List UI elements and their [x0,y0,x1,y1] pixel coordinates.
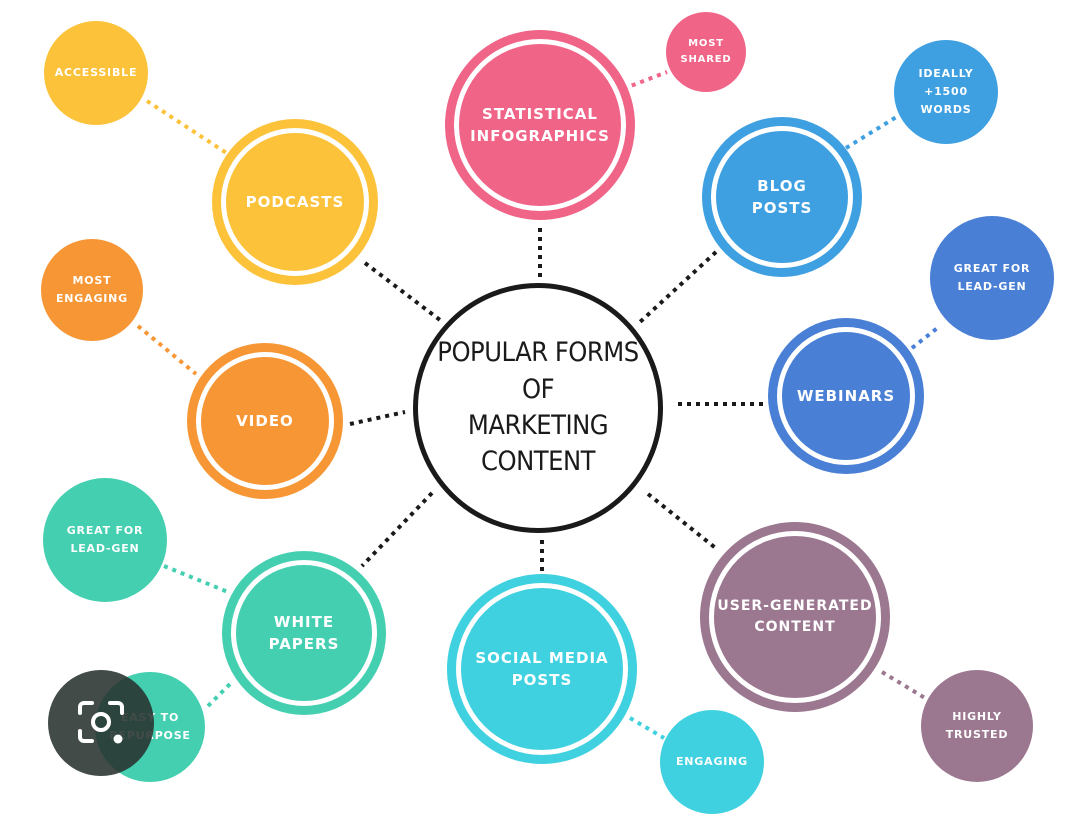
node-podcasts: PODCASTS [212,119,378,285]
connector-podcasts-satellite [145,99,230,156]
connector-blog-posts-satellite [844,114,900,150]
node-label: PODCASTS [245,192,345,211]
connector-user-generated-content [646,492,720,552]
satellite-statistical-infographics: MOST SHARED [666,12,746,92]
node-label: SOCIAL MEDIA POSTS [475,648,609,690]
satellite-video: MOST ENGAGING [41,239,143,341]
satellite-label: MOST SHARED [680,37,732,66]
node-label: WEBINARS [796,386,896,405]
satellite-label: GREAT FOR LEAD-GEN [953,261,1031,293]
satellite-label: IDEALLY +1500 WORDS [918,66,974,117]
satellite-blog-posts: IDEALLY +1500 WORDS [894,40,998,144]
connector-white-papers-satellite-2 [163,564,229,594]
node-video: VIDEO [187,343,343,499]
node-social-media-posts: SOCIAL MEDIA POSTS [447,574,637,764]
connector-white-papers [360,491,434,568]
node-label: VIDEO [236,411,294,430]
satellite-webinars: GREAT FOR LEAD-GEN [930,216,1054,340]
connector-video-satellite [136,324,198,376]
connector-video [349,410,406,426]
node-statistical-infographics: STATISTICAL INFOGRAPHICS [445,30,635,220]
satellite-label: HIGHLY TRUSTED [945,709,1009,741]
node-label: BLOG POSTS [751,176,813,218]
connector-webinars-satellite [910,324,942,350]
connector-blog-posts [638,250,718,324]
node-label: STATISTICAL INFOGRAPHICS [470,104,610,146]
node-white-papers: WHITE PAPERS [222,551,386,715]
node-blog-posts: BLOG POSTS [702,117,862,277]
google-lens-icon [78,701,124,744]
satellite-social-media-posts: ENGAGING [660,710,764,814]
satellite-label: GREAT FOR LEAD-GEN [66,523,144,555]
center-title: POPULAR FORMS OF MARKETING CONTENT [437,337,639,478]
node-label: USER-GENERATED CONTENT [717,598,873,635]
satellite-label: ACCESSIBLE [54,65,138,79]
node-user-generated-content: USER-GENERATED CONTENT [700,522,890,712]
satellite-label: MOST ENGAGING [55,273,129,305]
connector-podcasts [363,261,442,322]
connector-user-generated-content-satellite [880,670,927,700]
connector-white-papers-satellite [206,680,234,708]
satellite-white-papers-2: GREAT FOR LEAD-GEN [43,478,167,602]
center-hub: POPULAR FORMS OF MARKETING CONTENT [413,283,663,533]
connector-social-media-posts-satellite [628,716,666,740]
satellite-podcasts: ACCESSIBLE [44,21,148,125]
satellite-label: ENGAGING [675,754,749,768]
google-lens-button[interactable] [48,670,154,776]
node-webinars: WEBINARS [768,318,924,474]
satellite-user-generated-content: HIGHLY TRUSTED [921,670,1033,782]
node-label: WHITE PAPERS [268,612,340,654]
